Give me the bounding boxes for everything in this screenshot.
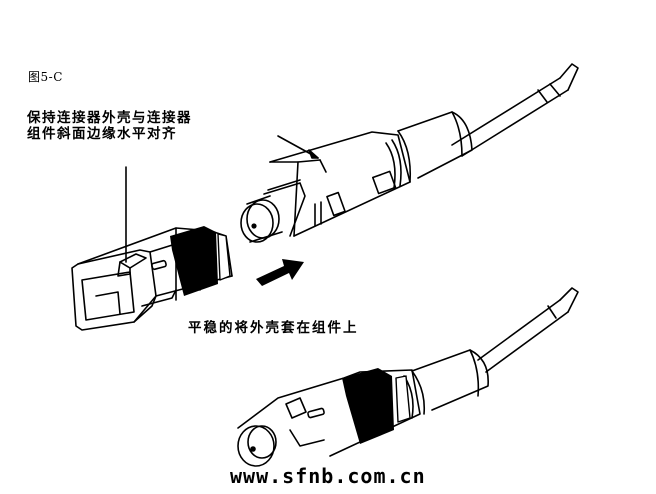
figure-label: 图5-C (28, 70, 63, 84)
watermark: www.sfnb.com.cn (230, 464, 426, 488)
assembled-sc-connector (237, 287, 579, 467)
alignment-callout: 保持连接器外壳与连接器 组件斜面边缘水平对齐 (27, 110, 192, 142)
callout-line-2: 组件斜面边缘水平对齐 (27, 126, 177, 142)
insertion-arrow-icon (256, 259, 304, 286)
connector-sub-assembly-with-ferrule (240, 63, 579, 243)
step-caption: 平稳的将外壳套在组件上 (188, 320, 359, 336)
callout-line-1: 保持连接器外壳与连接器 (27, 110, 192, 126)
